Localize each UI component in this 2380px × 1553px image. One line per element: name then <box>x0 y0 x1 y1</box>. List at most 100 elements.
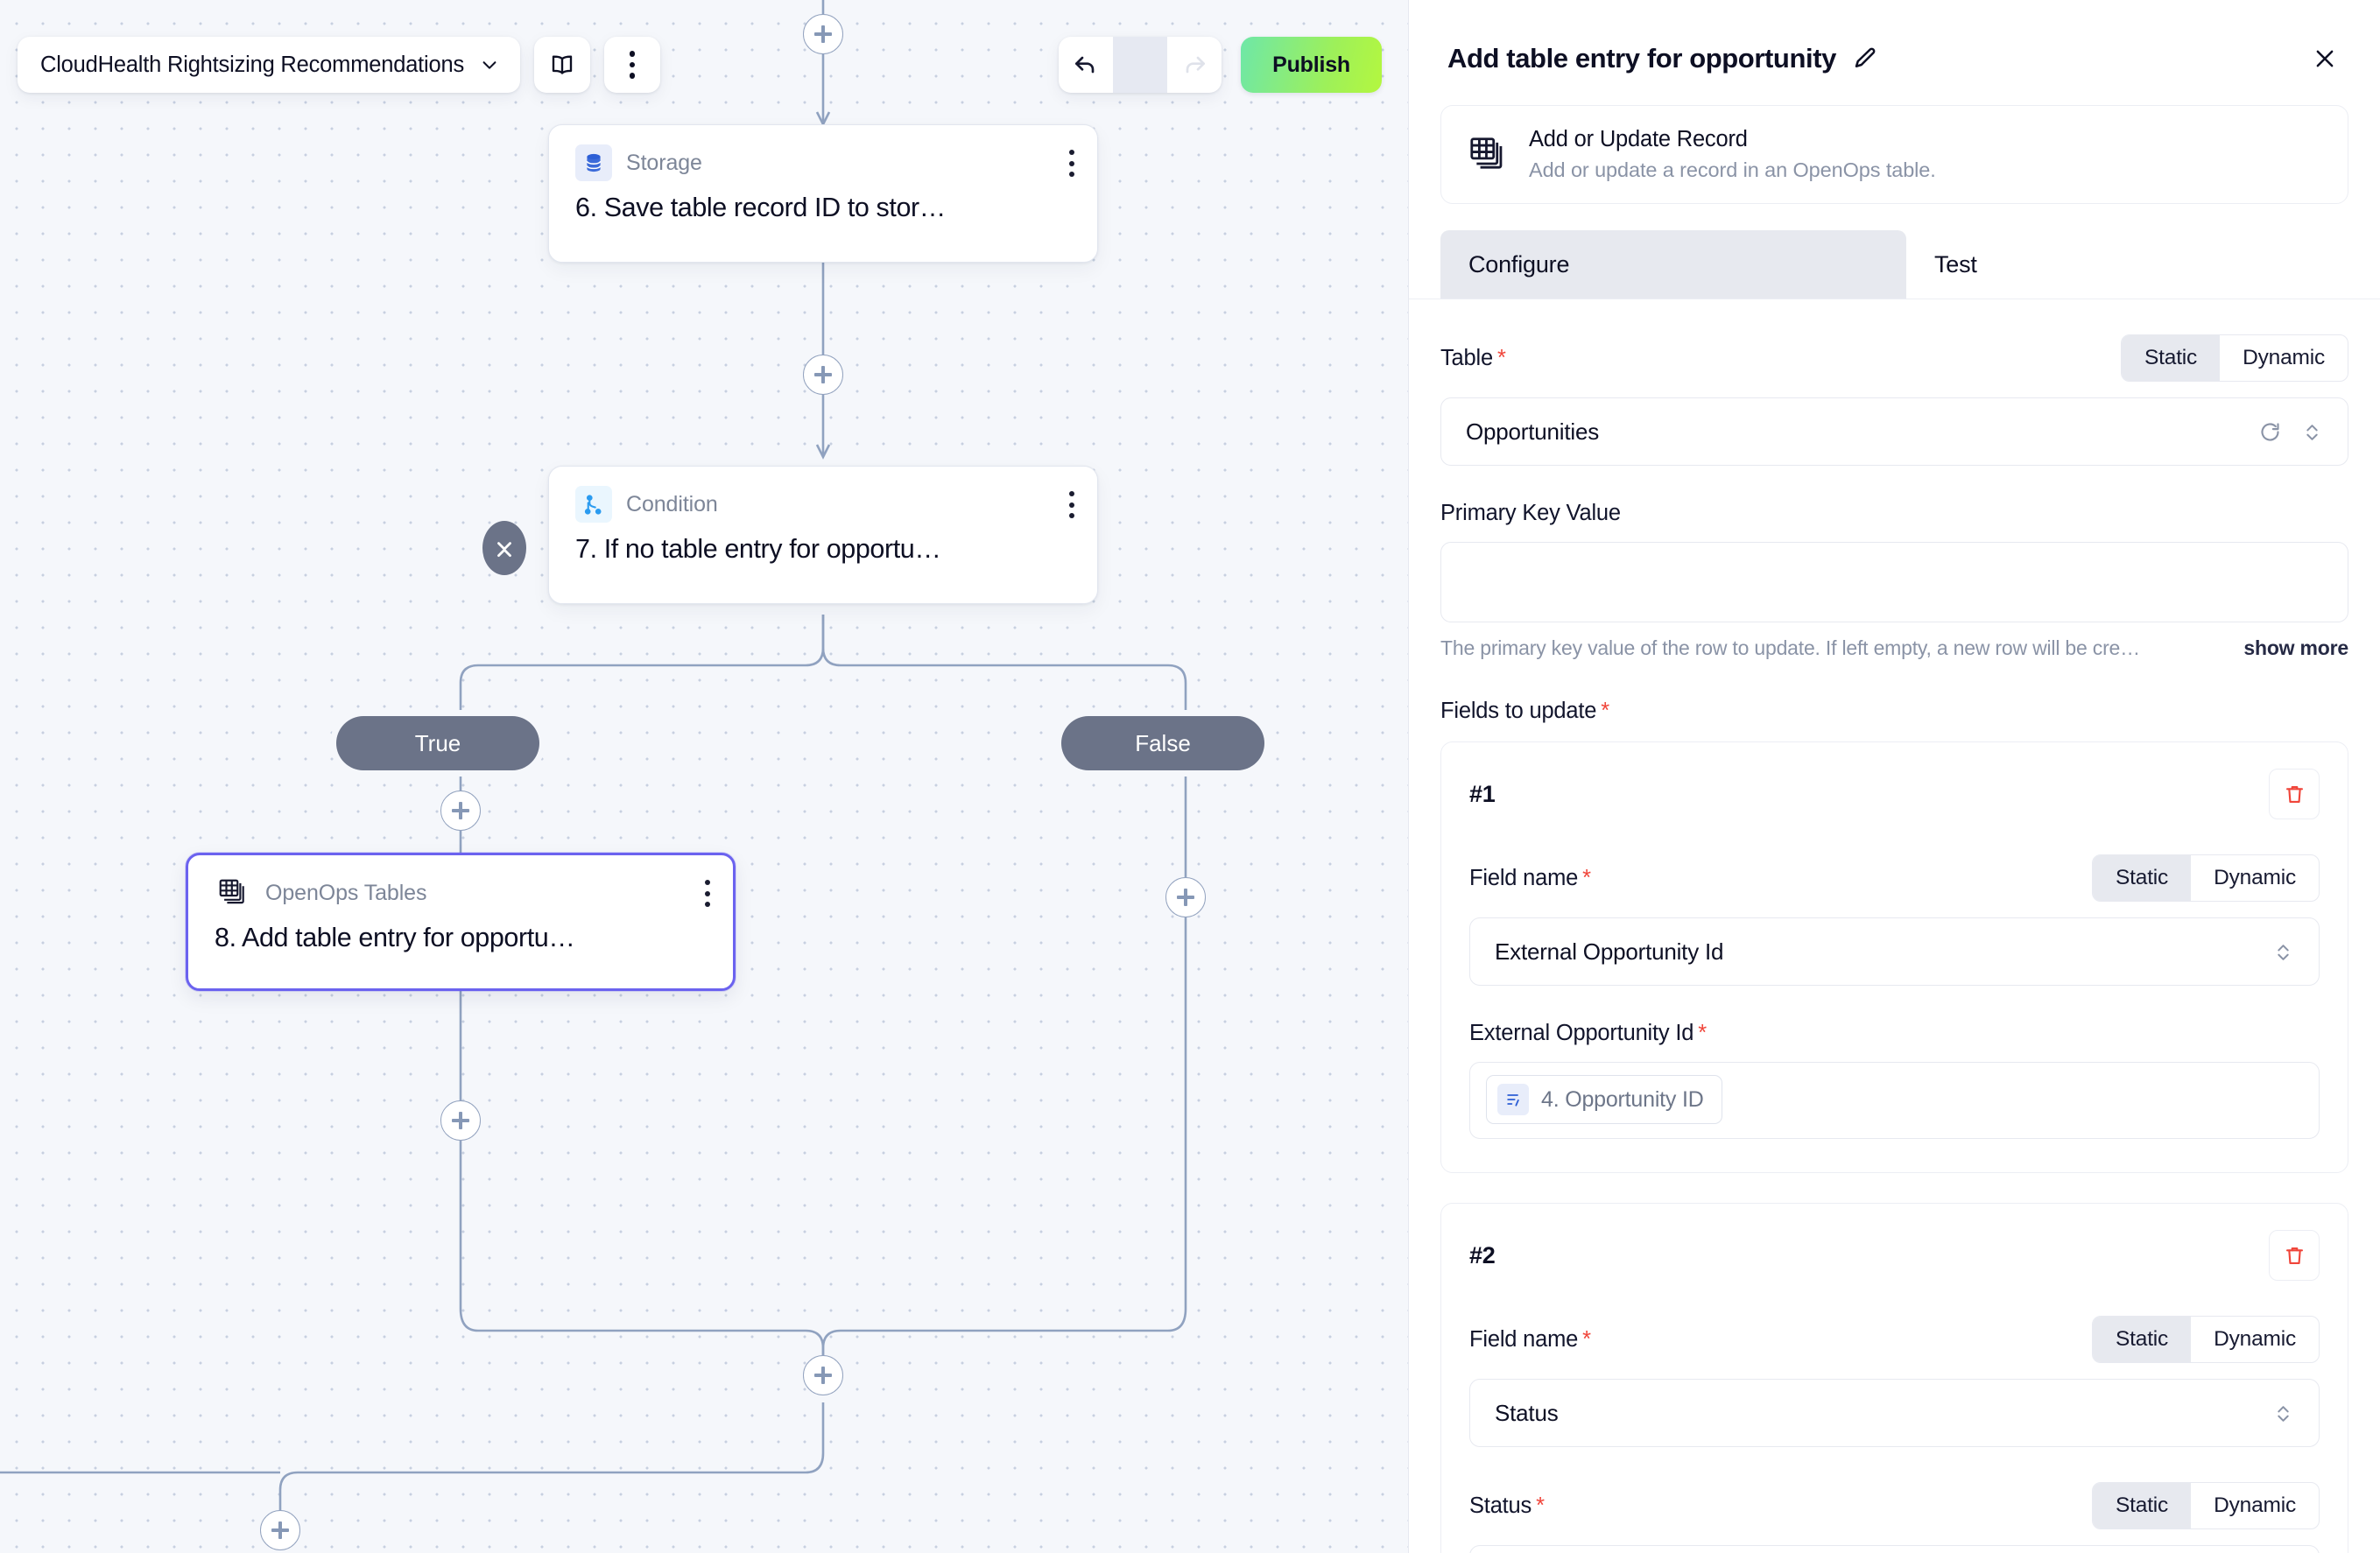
add-step-button-top[interactable] <box>803 14 843 54</box>
branch-pill-true[interactable]: True <box>336 716 539 770</box>
field-name-label: Field name* <box>1469 865 1591 890</box>
delete-field-button[interactable] <box>2269 1230 2320 1281</box>
close-icon[interactable] <box>2308 42 2341 75</box>
field-value-mode-dynamic[interactable]: Dynamic <box>2214 1493 2296 1517</box>
field-name-value: Status <box>1495 1399 1559 1426</box>
table-select[interactable]: Opportunities <box>1440 397 2348 466</box>
node-menu-button[interactable] <box>1069 491 1074 524</box>
field-name-select[interactable]: Status <box>1469 1379 2320 1447</box>
field-name-mode-dynamic[interactable]: Dynamic <box>2214 866 2296 889</box>
book-icon <box>552 55 573 74</box>
field-name-mode-dynamic[interactable]: Dynamic <box>2214 1327 2296 1351</box>
primary-key-input[interactable] <box>1440 542 2348 622</box>
flow-more-menu-button[interactable] <box>604 37 661 93</box>
tables-icon <box>215 875 251 911</box>
tab-configure[interactable]: Configure <box>1440 230 1906 299</box>
node-menu-button[interactable] <box>705 880 710 913</box>
field-card-1: #1 Field name* Static Dynamic External O… <box>1440 741 2348 1173</box>
field-name-select[interactable]: External Opportunity Id <box>1469 917 2320 986</box>
step-settings-panel: Add table entry for opportunity Add or U… <box>1408 0 2380 1553</box>
add-step-button-false-branch[interactable] <box>1165 877 1206 917</box>
required-asterisk: * <box>1496 345 1506 370</box>
flow-node-openops-tables[interactable]: OpenOps Tables 8. Add table entry for op… <box>186 853 736 991</box>
node-title-label: 6. Save table record ID to stor… <box>575 193 946 222</box>
flow-node-condition[interactable]: Condition 7. If no table entry for oppor… <box>548 466 1098 604</box>
add-step-button-bottom[interactable] <box>260 1510 300 1550</box>
node-header: OpenOps Tables <box>188 855 733 911</box>
undo-button[interactable] <box>1059 37 1113 93</box>
node-header: Condition <box>549 467 1097 523</box>
panel-header: Add table entry for opportunity <box>1409 0 2380 75</box>
variable-chip[interactable]: 4. Opportunity ID <box>1486 1075 1722 1124</box>
primary-key-field-row: Primary Key Value <box>1440 501 2348 526</box>
field-card-number: #1 <box>1469 780 1496 807</box>
required-asterisk: * <box>1601 699 1609 723</box>
field-name-row: Field name* Static Dynamic <box>1469 854 2320 902</box>
chevron-updown-icon[interactable] <box>2272 941 2294 963</box>
field-value-label: Status* <box>1469 1493 1545 1518</box>
field-name-select-tools <box>2272 941 2294 963</box>
field-value-row: External Opportunity Id* <box>1469 1021 2320 1046</box>
variable-icon <box>1497 1084 1529 1115</box>
node-title-label: 8. Add table entry for opportu… <box>215 923 575 952</box>
page-title: Add table entry for opportunity <box>1447 43 1836 74</box>
table-field-row: Table* Static Dynamic <box>1440 334 2348 382</box>
add-step-button-after-storage[interactable] <box>803 355 843 395</box>
field-card-number: #2 <box>1469 1241 1496 1268</box>
add-step-button-true-branch[interactable] <box>440 791 481 831</box>
piece-info-card: Add or Update Record Add or update a rec… <box>1440 105 2348 204</box>
flow-name-selector[interactable]: CloudHealth Rightsizing Recommendations <box>18 37 521 93</box>
branch-pill-false[interactable]: False <box>1061 716 1264 770</box>
field-value-mode-static[interactable]: Static <box>2093 1483 2192 1528</box>
field-name-mode-static[interactable]: Static <box>2093 1317 2192 1362</box>
panel-tabs: Configure Test <box>1409 230 2380 299</box>
flow-docs-button[interactable] <box>534 37 591 93</box>
add-step-button-after-openops[interactable] <box>440 1100 481 1141</box>
required-asterisk: * <box>1536 1493 1545 1518</box>
show-more-link[interactable]: show more <box>2243 636 2348 659</box>
flow-node-storage[interactable]: Storage 6. Save table record ID to stor… <box>548 124 1098 263</box>
chevron-updown-icon[interactable] <box>2301 421 2323 443</box>
canvas-toolbar-right: Publish <box>1059 37 1382 93</box>
toolbar-divider <box>1113 37 1168 93</box>
redo-button[interactable] <box>1167 37 1222 93</box>
table-mode-toggle[interactable]: Static Dynamic <box>2121 334 2348 382</box>
chevron-updown-icon[interactable] <box>2272 1402 2294 1424</box>
field-name-mode-static[interactable]: Static <box>2093 855 2192 901</box>
redo-icon <box>1186 56 1206 74</box>
node-header: Storage <box>549 125 1097 181</box>
primary-key-help-text: The primary key value of the row to upda… <box>1440 636 2140 659</box>
required-asterisk: * <box>1582 1326 1591 1352</box>
piece-description-label: Add or update a record in an OpenOps tab… <box>1529 158 1936 181</box>
node-menu-button[interactable] <box>1069 150 1074 183</box>
field-value-select[interactable]: Created <box>1469 1545 2320 1553</box>
field-value-input[interactable]: 4. Opportunity ID <box>1469 1062 2320 1139</box>
add-step-button-merge[interactable] <box>803 1355 843 1395</box>
primary-key-label: Primary Key Value <box>1440 501 1621 525</box>
field-name-mode-toggle[interactable]: Static Dynamic <box>2092 1316 2320 1363</box>
field-card-2: #2 Field name* Static Dynamic Status <box>1440 1203 2348 1553</box>
field-name-value: External Opportunity Id <box>1495 938 1724 965</box>
collapse-branch-button[interactable] <box>482 521 526 575</box>
refresh-icon[interactable] <box>2258 420 2282 444</box>
table-mode-dynamic[interactable]: Dynamic <box>2243 346 2325 369</box>
field-value-mode-toggle[interactable]: Static Dynamic <box>2092 1482 2320 1529</box>
table-select-value: Opportunities <box>1466 418 1600 445</box>
field-card-header: #1 <box>1469 769 2320 819</box>
undo-redo-group <box>1059 37 1222 93</box>
field-value-label: External Opportunity Id* <box>1469 1021 1707 1045</box>
field-value-row: Status* Static Dynamic <box>1469 1482 2320 1529</box>
variable-chip-label: 4. Opportunity ID <box>1541 1086 1704 1112</box>
table-mode-static[interactable]: Static <box>2122 335 2221 381</box>
flow-canvas[interactable]: CloudHealth Rightsizing Recommendations <box>0 0 1408 1553</box>
trash-icon <box>2285 785 2303 803</box>
trash-icon <box>2285 1247 2303 1264</box>
node-type-label: Storage <box>626 150 702 175</box>
field-name-mode-toggle[interactable]: Static Dynamic <box>2092 854 2320 902</box>
delete-field-button[interactable] <box>2269 769 2320 819</box>
tab-test[interactable]: Test <box>1934 250 1977 278</box>
pencil-icon[interactable] <box>1852 46 1878 72</box>
field-name-row: Field name* Static Dynamic <box>1469 1316 2320 1363</box>
publish-button[interactable]: Publish <box>1241 37 1382 93</box>
